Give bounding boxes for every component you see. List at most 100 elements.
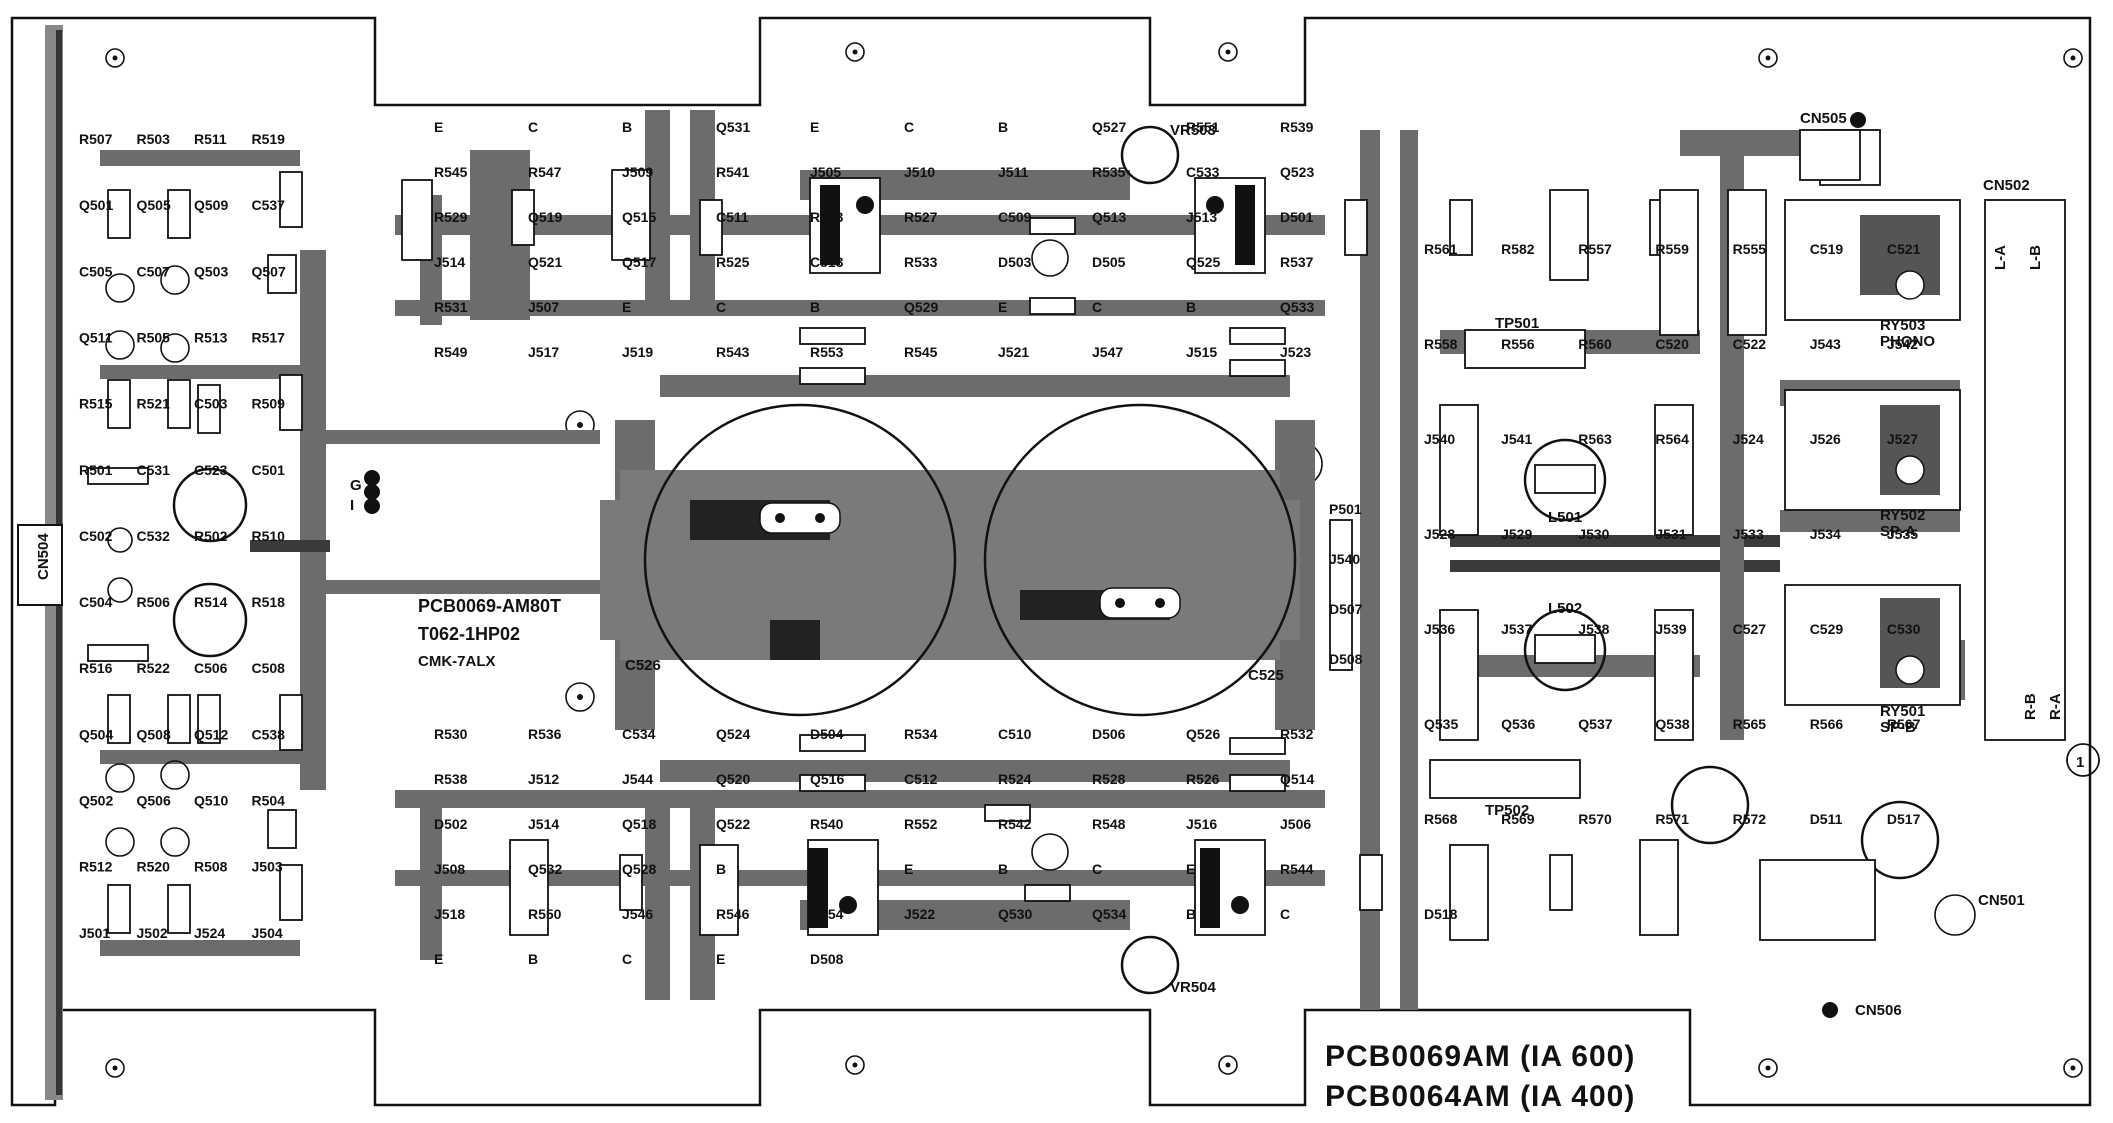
refdes-left-33: R522 (137, 660, 171, 676)
refdes-top-44: B (810, 299, 820, 315)
refdes-right-34: C530 (1887, 621, 1921, 637)
refdes-bottom-17: R528 (1092, 771, 1126, 787)
refdes-right-10: C520 (1655, 336, 1689, 352)
right-components (1329, 112, 2100, 1018)
refdes-bottom-30: J508 (434, 861, 465, 877)
refdes-top-36: D503 (998, 254, 1032, 270)
refdes-left-36: Q504 (79, 726, 113, 742)
refdes-right-41: R567 (1887, 716, 1921, 732)
relay-ry501-desc: SP-B (1880, 719, 1916, 736)
refdes-top-15: J510 (904, 164, 935, 180)
variant-title-2: PCB0064AM (IA 400) (1325, 1080, 1635, 1113)
refdes-right-0: R561 (1424, 241, 1458, 257)
refdes-right-27: J535 (1887, 526, 1918, 542)
refdes-center-1: J540 (1329, 551, 1360, 567)
refdes-right-48: D517 (1887, 811, 1921, 827)
refdes-bottom-26: R542 (998, 816, 1032, 832)
refdes-bottom-23: Q522 (716, 816, 750, 832)
refdes-right-39: R565 (1733, 716, 1767, 732)
relay-ry502: RY502 (1880, 507, 1925, 524)
refdes-right-42: R568 (1424, 811, 1458, 827)
refdes-left-19: R509 (252, 396, 286, 412)
refdes-right-15: J541 (1501, 431, 1532, 447)
refdes-top-35: R533 (904, 254, 938, 270)
refdes-left-7: C537 (252, 197, 286, 213)
refdes-right-16: R563 (1578, 431, 1612, 447)
refdes-right-38: Q538 (1655, 716, 1689, 732)
power-transistors (807, 177, 1266, 936)
refdes-top-27: Q513 (1092, 209, 1126, 225)
refdes-right-47: D511 (1810, 811, 1843, 827)
refdes-bottom-27: R548 (1092, 816, 1126, 832)
refdes-right-49: D518 (1424, 906, 1458, 922)
refdes-top-34: C513 (810, 254, 844, 270)
refdes-top-54: R553 (810, 344, 844, 360)
relay-ry502-desc: SP-A (1880, 523, 1916, 540)
refdes-bottom-40: J518 (434, 906, 465, 922)
refdes-top-42: E (622, 299, 631, 315)
refdes-left-8: C505 (79, 263, 113, 279)
refdes-top-28: J513 (1186, 209, 1217, 225)
refdes-top-33: R525 (716, 254, 750, 270)
refdes-top-3: Q531 (716, 119, 750, 135)
refdes-bottom-47: Q534 (1092, 906, 1126, 922)
refdes-right-33: C529 (1810, 621, 1844, 637)
refdes-left-27: R510 (252, 528, 286, 544)
refdes-left-0: R507 (79, 131, 113, 147)
refdes-left-25: C532 (137, 528, 171, 544)
cap-c525: C525 (1248, 667, 1284, 684)
refdes-top-7: Q527 (1092, 119, 1126, 135)
refdes-left-46: R508 (194, 859, 228, 875)
connector-cn502: CN502 (1983, 177, 2030, 194)
refdes-bottom-31: Q532 (528, 861, 562, 877)
refdes-top-59: J523 (1280, 344, 1311, 360)
refdes-bottom-8: Q526 (1186, 726, 1220, 742)
refdes-bottom-52: C (622, 951, 632, 967)
refdes-bottom-2: C534 (622, 726, 656, 742)
testpoint-tp501: TP501 (1495, 315, 1539, 332)
refdes-bottom-9: R532 (1280, 726, 1314, 742)
pcb-code-text: PCB0069-AM80T (418, 596, 561, 616)
connector-cn501: CN501 (1978, 892, 2025, 909)
refdes-right-6: C521 (1887, 241, 1921, 257)
pin-label-l-b: L-B (2027, 245, 2044, 270)
resistors-center (401, 169, 1679, 941)
refdes-left-3: R519 (252, 131, 286, 147)
relay-ry503-desc: PHONO (1880, 333, 1935, 350)
refdes-right-36: Q536 (1501, 716, 1535, 732)
pin-label-r-b: R-B (2022, 693, 2039, 720)
refdes-top-21: Q519 (528, 209, 562, 225)
refdes-top-46: E (998, 299, 1007, 315)
refdes-top-16: J511 (998, 164, 1029, 180)
refdes-top-37: D505 (1092, 254, 1126, 270)
refdes-top-0: E (434, 119, 443, 135)
refdes-top-2: B (622, 119, 632, 135)
refdes-bottom-25: R552 (904, 816, 938, 832)
refdes-right-13: J542 (1887, 336, 1918, 352)
refdes-top-10: R545 (434, 164, 468, 180)
refdes-bottom-20: D502 (434, 816, 468, 832)
resistors-left (87, 171, 303, 934)
refdes-bottom-53: E (716, 951, 725, 967)
refdes-bottom-41: R550 (528, 906, 562, 922)
refdes-top-45: Q529 (904, 299, 938, 315)
refdes-top-12: J509 (622, 164, 653, 180)
refdes-bottom-24: R540 (810, 816, 844, 832)
refdes-left-4: Q501 (79, 197, 113, 213)
refdes-bottom-16: R524 (998, 771, 1032, 787)
refdes-top-40: R531 (434, 299, 468, 315)
pcb-code3-text: CMK-7ALX (418, 653, 496, 670)
refdes-right-25: J533 (1733, 526, 1764, 542)
left-heatsink-bar (17, 25, 63, 1100)
board-outline (10, 16, 2092, 1107)
refdes-bottom-0: R530 (434, 726, 468, 742)
refdes-left-48: J501 (79, 925, 110, 941)
refdes-bottom-21: J514 (528, 816, 559, 832)
trimmers (1031, 125, 1180, 995)
refdes-top-4: E (810, 119, 819, 135)
refdes-left-29: R506 (137, 594, 171, 610)
refdes-bottom-1: R536 (528, 726, 562, 742)
refdes-right-11: C522 (1733, 336, 1767, 352)
